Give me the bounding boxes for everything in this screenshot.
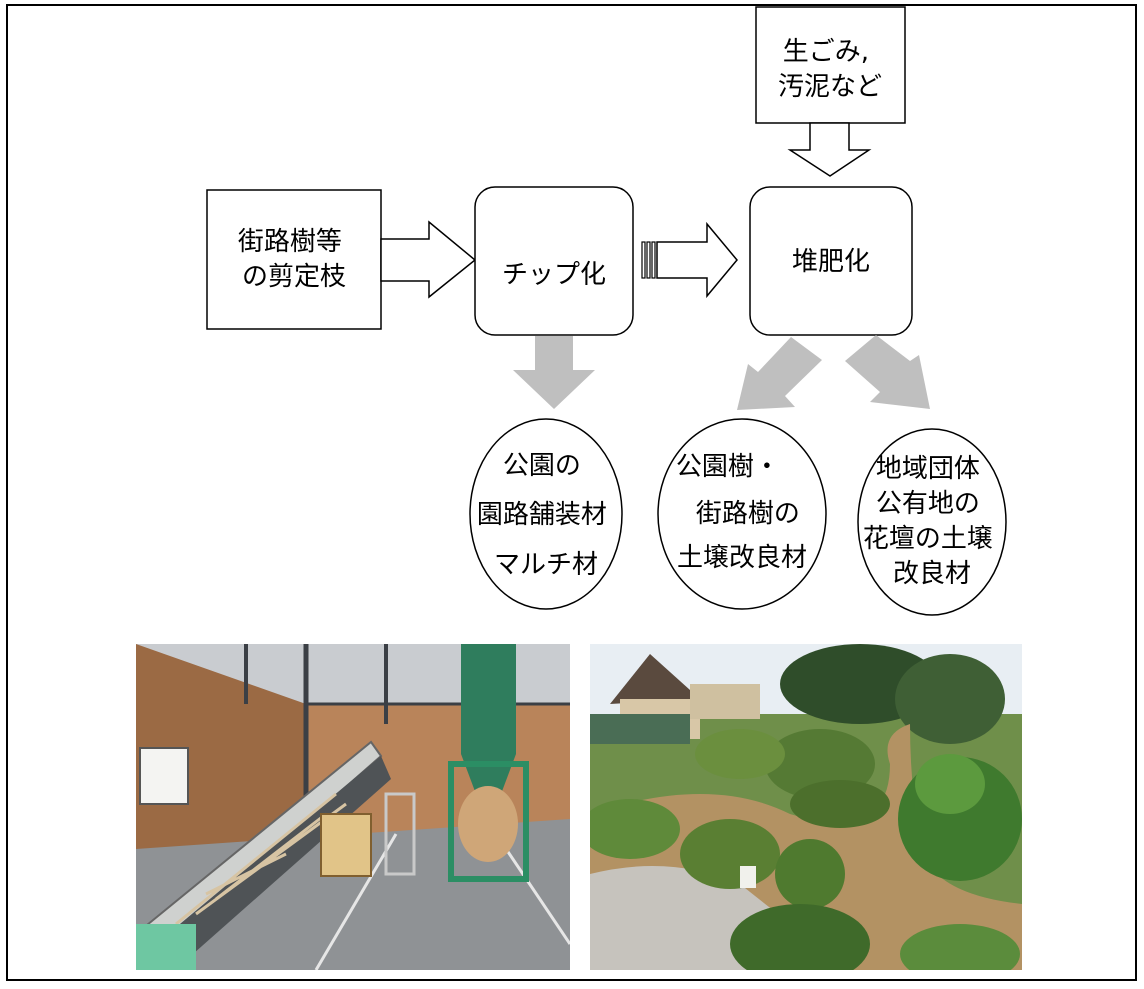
figure-frame <box>6 4 1137 981</box>
box-composting <box>749 186 913 336</box>
arrow-stripe-1 <box>641 241 646 279</box>
gray-arrow-chipping-down <box>513 336 595 409</box>
photo-garden-illustration <box>590 644 1022 970</box>
label-community-flowerbed-soil: 地域団体 公有地の 花壇の土壌 改良材 <box>863 454 1001 589</box>
label-chipping: チップ化 <box>502 260 606 290</box>
photo-garden-chip-paths <box>590 644 1022 970</box>
label-tree-soil-improver: 公園樹・ 街路樹の 土壌改良材 <box>676 452 808 573</box>
label-pruned-branches-line2: の剪定枝 <box>242 262 346 292</box>
arrow-to-chipping <box>380 220 477 299</box>
arrow-down-to-composting <box>787 122 872 177</box>
photo-chipper-illustration <box>136 644 570 970</box>
arrow-stripe-3 <box>651 241 656 279</box>
circle-community-flowerbed-soil <box>857 428 1007 616</box>
gray-arrow-composting-left <box>737 337 822 410</box>
arrow-stripe-2 <box>646 241 651 279</box>
circle-park-paving-mulch <box>469 418 623 610</box>
box-pruned-branches <box>206 189 382 330</box>
label-pruned-branches: 街路樹等 の剪定枝 <box>238 227 350 292</box>
label-composting: 堆肥化 <box>792 247 870 277</box>
circle-tree-soil-improver <box>657 418 827 610</box>
arrow-to-composting <box>656 221 738 299</box>
box-chipping <box>474 186 634 336</box>
label-pruned-branches-line1: 街路樹等 <box>238 227 342 257</box>
label-park-paving-mulch: 公園の 園路舗装材 マルチ材 <box>477 451 615 580</box>
label-food-waste-sludge: 生ごみ, 汚泥など <box>778 37 882 102</box>
gray-arrow-composting-right <box>845 335 930 409</box>
flow-diagram: 街路樹等 の剪定枝 チップ化 堆肥化 生ごみ, 汚泥など 公園の 園路舗装材 マ… <box>206 6 1007 616</box>
photo-chipper-facility <box>136 644 570 970</box>
